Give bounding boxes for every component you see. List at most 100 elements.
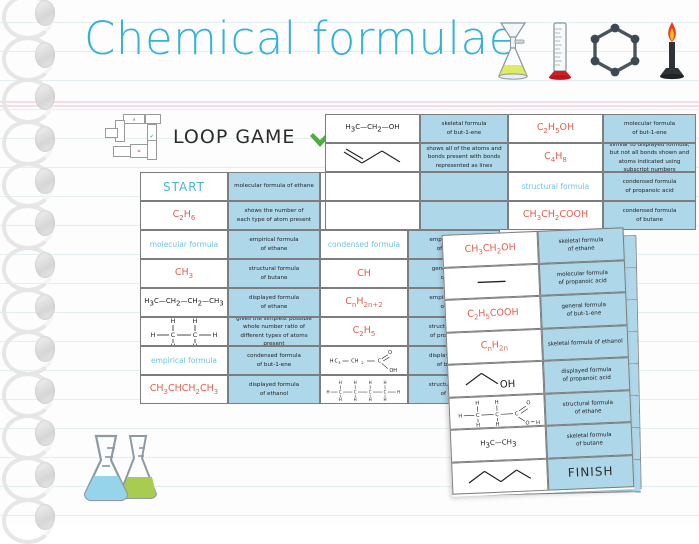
loop-card-row[interactable]: FINISH	[451, 455, 634, 495]
loop-card-question-cell[interactable]: molecular formula of ethane	[228, 172, 320, 201]
loop-card-answer-cell[interactable]: C2H5COOH	[444, 296, 541, 332]
loop-card-answer-cell[interactable]: C2H6	[140, 201, 228, 230]
mini-card	[145, 114, 161, 124]
svg-text:H: H	[383, 379, 386, 384]
spiral-ring	[2, 498, 56, 540]
loop-card-answer-cell[interactable]: C2H5OH	[508, 114, 603, 143]
loop-card-answer-cell[interactable]: CH3	[140, 259, 228, 288]
loop-card-answer-cell[interactable]: CH	[320, 259, 408, 288]
loop-card-question-cell[interactable]	[420, 172, 508, 201]
svg-text:C: C	[495, 412, 499, 418]
filter-funnel-flask-icon	[493, 20, 533, 82]
question-text: skeletal formula of ethanol	[548, 337, 623, 348]
svg-text:H: H	[339, 396, 342, 401]
loop-card-answer-cell[interactable]: C2H5	[320, 317, 408, 346]
loop-card-row[interactable]: shows all of the atoms and bonds present…	[325, 143, 697, 172]
svg-text:H: H	[397, 389, 400, 394]
loop-card-question-cell[interactable]: gives the simplest possible whole number…	[228, 317, 320, 346]
question-text: similar to displayed formula, but not al…	[607, 143, 692, 172]
rule-line-accent	[0, 101, 699, 103]
svg-text:H: H	[151, 331, 156, 339]
svg-text:H: H	[369, 396, 372, 401]
loop-game-header: 🔬 🧪 🧠 LOOP GAME	[105, 112, 347, 162]
bunsen-burner-icon	[657, 20, 687, 82]
loop-card-answer-cell[interactable]	[325, 143, 420, 172]
loop-card-answer-cell[interactable]: CH3CHCH2CH3	[140, 375, 228, 404]
mini-card	[105, 128, 118, 138]
loop-card-answer-cell[interactable]: H3C—CH2—CH2—CH3	[140, 288, 228, 317]
loop-card-answer-cell[interactable]: CH3CH2COOH	[508, 201, 603, 230]
loop-card-answer-cell[interactable]: molecular formula	[140, 230, 228, 259]
loop-card-answer-cell[interactable]: CH3CH2OH	[442, 231, 539, 267]
loop-card-answer-cell[interactable]: H3C—CH3	[450, 426, 547, 462]
svg-text:C: C	[384, 389, 387, 394]
svg-text:H: H	[171, 317, 176, 325]
page-title: Chemical formulae	[84, 12, 517, 65]
loop-card-question-cell[interactable]: FINISH	[547, 455, 634, 491]
loop-card-answer-cell[interactable]: structural formula	[508, 172, 603, 201]
loop-card-answer-cell[interactable]	[451, 458, 548, 494]
svg-text:C: C	[369, 389, 372, 394]
loop-card-answer-cell[interactable]: START	[140, 172, 228, 201]
loop-card-answer-cell[interactable]	[325, 172, 420, 201]
loop-card-answer-cell[interactable]: H3C—CH2—OH	[325, 114, 420, 143]
spiral-ring	[2, 120, 56, 162]
loop-card-question-cell[interactable]: similar to displayed formula, but not al…	[603, 143, 696, 172]
svg-text:C: C	[515, 411, 519, 417]
svg-text:H: H	[327, 389, 330, 394]
question-text: FINISH	[568, 463, 614, 482]
svg-text:C: C	[354, 389, 357, 394]
loop-card-question-cell[interactable]: skeletal formula of ethanol	[542, 325, 629, 361]
loop-card-answer-cell[interactable]: CnH2n	[446, 328, 543, 364]
svg-text:3: 3	[338, 360, 341, 365]
loop-card-answer-cell[interactable]: C4H8	[508, 143, 603, 172]
svg-text:O: O	[388, 350, 392, 356]
loop-card-question-cell[interactable]	[420, 201, 508, 230]
loop-card-answer-cell[interactable]: empirical formula	[140, 346, 228, 375]
spiral-ring	[2, 246, 56, 288]
svg-text:C: C	[193, 331, 198, 339]
loop-card-answer-cell[interactable]: CnH2n+2	[320, 288, 408, 317]
loop-card-answer-cell[interactable]	[325, 201, 420, 230]
loop-card-answer-cell[interactable]: OH	[447, 361, 544, 397]
svg-text:H: H	[495, 400, 499, 406]
loop-card-answer-cell[interactable]	[443, 263, 540, 299]
loop-card-answer-cell[interactable]: condensed formula	[320, 230, 408, 259]
spiral-ring	[2, 330, 56, 372]
svg-text:H: H	[383, 396, 386, 401]
rule-line	[0, 109, 699, 110]
loop-card-question-cell[interactable]: shows all of the atoms and bonds present…	[420, 143, 508, 172]
